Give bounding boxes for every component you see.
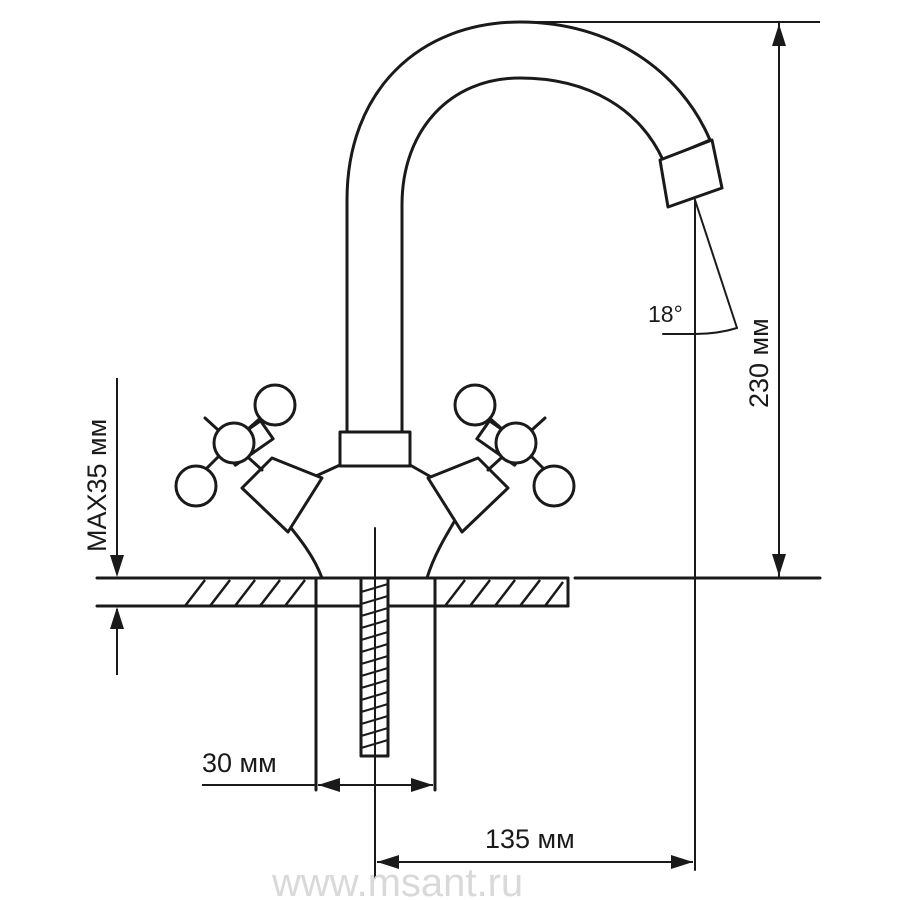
- right-valve: [426, 383, 576, 534]
- spout: [345, 20, 724, 435]
- right-handle-knob-top: [453, 383, 497, 427]
- right-handle-hub: [494, 421, 538, 465]
- reach-dimension: 135 мм: [377, 824, 693, 869]
- angle-label: 18°: [648, 301, 683, 327]
- left-handle-hub: [212, 421, 256, 465]
- watermark: www.msant.ru: [271, 861, 523, 900]
- mixer-body: [266, 430, 470, 580]
- height-dimension: 230 мм: [520, 21, 820, 578]
- reach-label: 135 мм: [485, 824, 575, 854]
- left-handle-knob-top: [253, 383, 297, 427]
- right-cross-handle: [453, 383, 576, 508]
- left-cross-handle: [174, 383, 297, 508]
- right-handle-knob-bottom: [532, 464, 576, 508]
- countertop-hatching: [184, 579, 564, 607]
- countertop: [95, 576, 822, 792]
- thickness-label: MAX35 мм: [82, 419, 112, 552]
- left-valve: [174, 383, 324, 534]
- hole-diameter-dimension: 30 мм: [202, 748, 433, 792]
- aerator: [658, 138, 724, 209]
- angle-annotation: 18°: [648, 199, 738, 871]
- hole-diameter-label: 30 мм: [202, 748, 277, 778]
- left-handle-knob-bottom: [174, 464, 218, 508]
- height-label: 230 мм: [744, 318, 774, 408]
- spout-collar: [338, 430, 412, 468]
- thickness-dimension: MAX35 мм: [82, 378, 124, 675]
